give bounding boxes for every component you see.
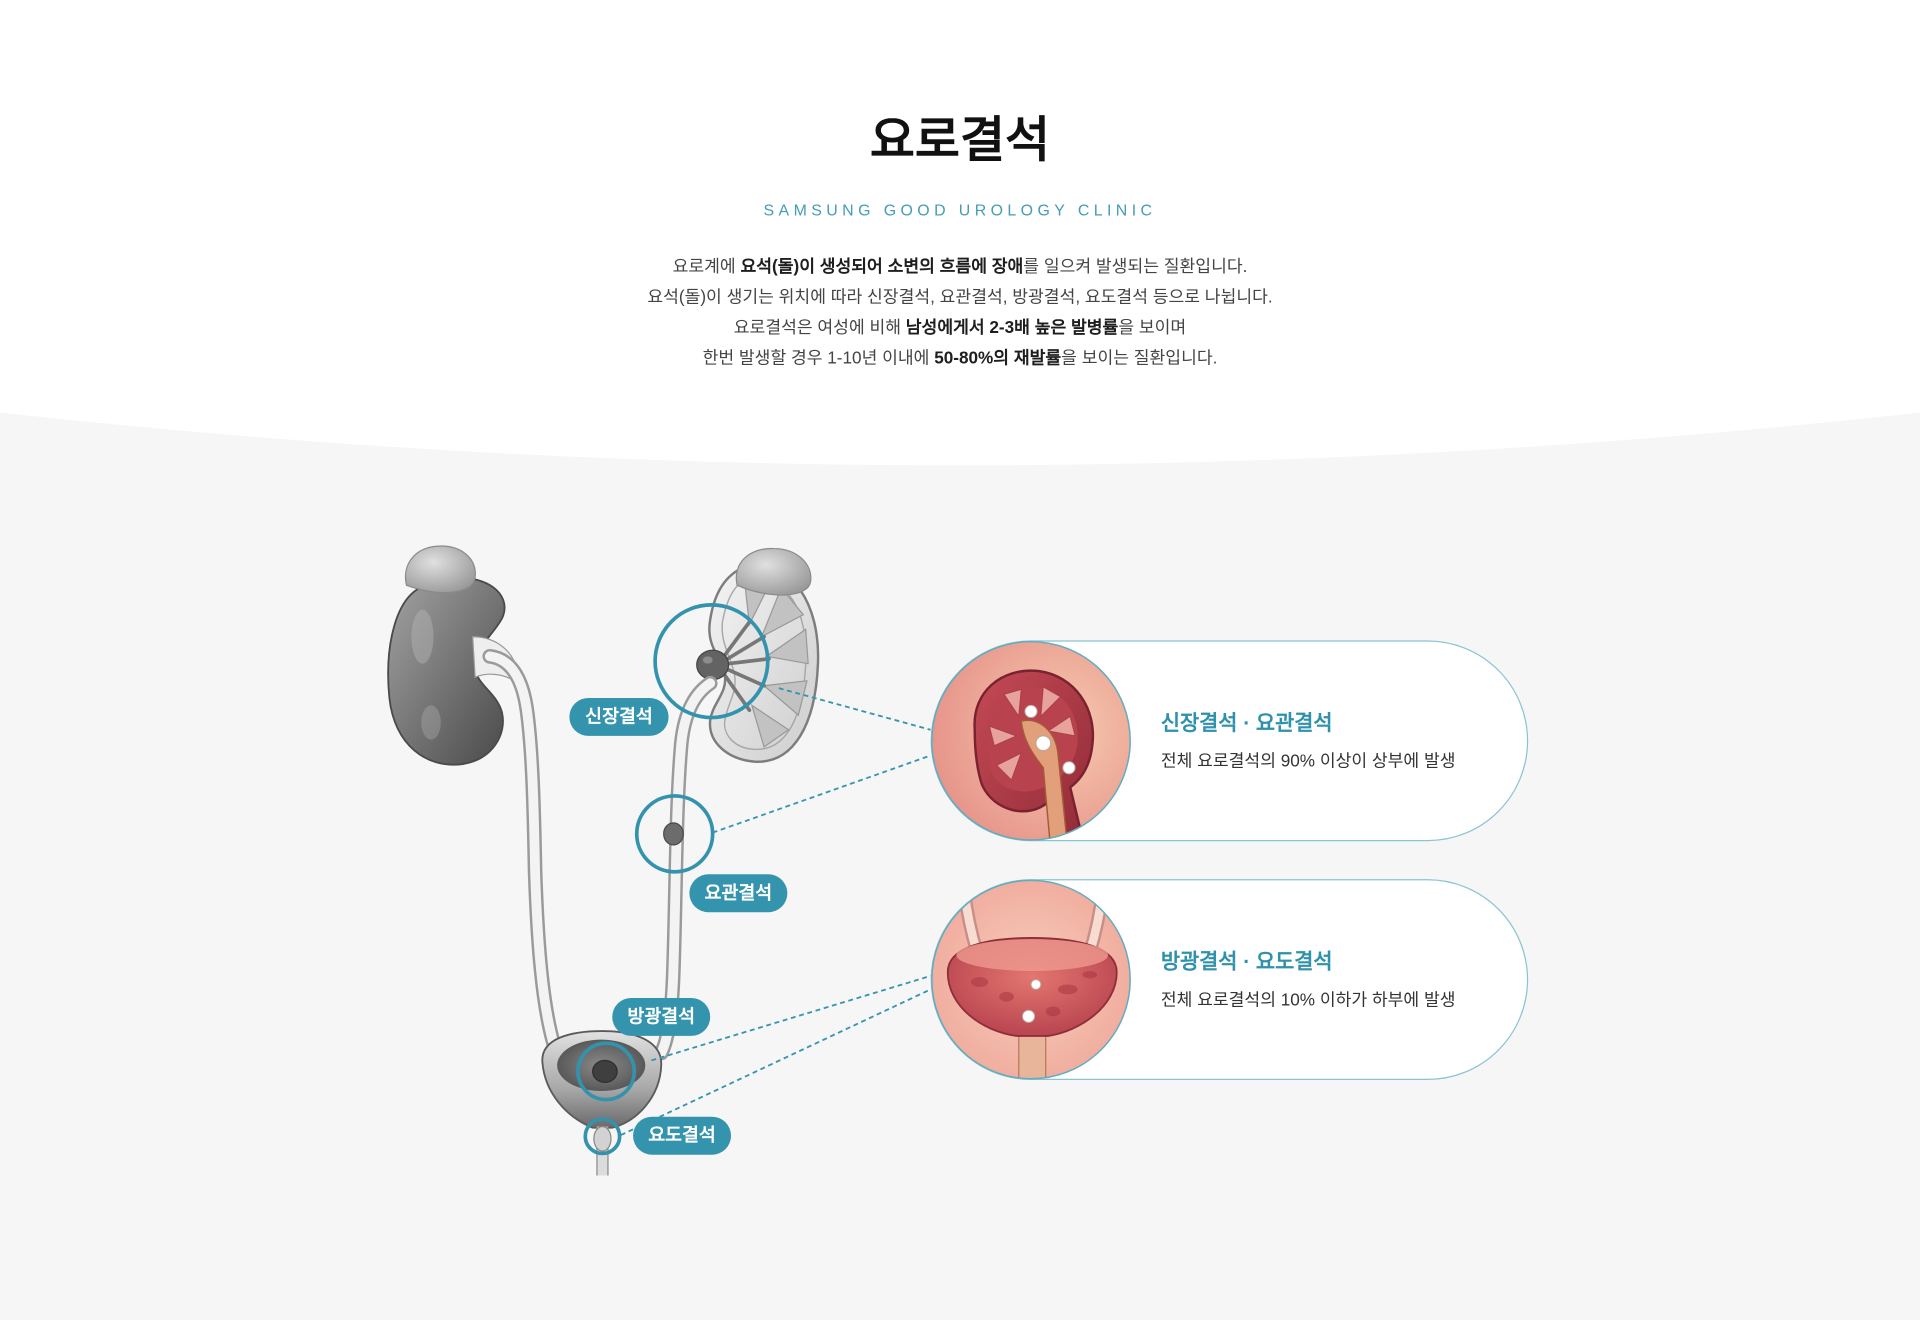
closeup-ring [931,879,1131,1080]
kidney-closeup-image [931,640,1131,841]
closeup-pyramid [988,725,1018,747]
kidney-marker-circle [653,603,770,720]
card-title: 신장결석 · 요관결석 [1160,711,1333,735]
connector-line-urethra [620,988,932,1136]
intro-text-segment: 요로결석은 여성에 비해 [733,317,906,337]
closeup-stone [1062,761,1076,775]
kidney-stone-highlight [702,656,713,664]
label-ureter-stone: 요관결석 [689,874,788,913]
closeup-pyramid [1040,686,1062,718]
left-kidney-highlight [411,609,434,664]
intro-highlight: 남성에게서 2-3배 높은 발병률 [905,317,1119,337]
closeup-stone [1024,704,1038,719]
renal-pyramid [760,586,805,639]
closeup-pyramid [1046,715,1076,737]
intro-text: 요로계에 요석(돌)이 생성되어 소변의 흐름에 장애를 일으켜 발생되는 질환… [0,251,1920,373]
kidney-stone [696,649,730,681]
closeup-stone [1021,1009,1036,1023]
left-ureter-tube [484,651,559,1049]
connector-line-bladder [651,975,931,1062]
lower-tract-card: 방광결석 · 요도결석 전체 요로결석의 10% 이하가 하부에 발생 [930,879,1529,1080]
card-title: 방광결석 · 요도결석 [1160,950,1333,974]
texture-spot [1057,984,1078,995]
texture-spot [1082,971,1098,979]
texture-spot [1045,1006,1061,1017]
texture-spot [999,991,1014,1002]
left-adrenal-gland [404,545,476,594]
card-description: 전체 요로결석의 10% 이하가 하부에 발생 [1160,989,1456,1009]
intro-highlight: 요석(돌)이 생성되어 소변의 흐름에 장애 [740,255,1024,276]
intro-text-segment: 을 보이며 [1118,317,1187,337]
page-title: 요로결석 [869,111,1051,169]
texture-spot [971,977,989,987]
right-kidney-cross-section [696,547,820,763]
card-description: 전체 요로결석의 90% 이상이 상부에 발생 [1160,750,1456,771]
intro-highlight: 50-80%의 재발률 [934,347,1062,368]
label-kidney-stone: 신장결석 [569,697,669,736]
left-kidney-highlight [421,705,441,740]
closeup-bladder-texture [971,971,1098,1017]
intro-line-3: 요로결석은 여성에 비해 남성에게서 2-3배 높은 발병률을 보이며 [0,312,1920,343]
intro-text-segment: 한번 발생할 경우 1-10년 이내에 [702,347,935,368]
closeup-stone [1035,735,1052,752]
closeup-pyramid [995,752,1023,781]
closeup-pyramid [1003,688,1022,718]
bladder-marker-circle [576,1041,637,1102]
closeup-pyramids [988,686,1076,781]
intro-text-segment: 를 일으켜 발생되는 질환입니다. [1023,255,1248,276]
connector-line-ureter [712,754,931,834]
renal-pyramid [764,628,809,665]
upper-tract-card: 신장결석 · 요관결석 전체 요로결석의 90% 이상이 상부에 발생 [930,640,1529,842]
label-bladder-stone: 방광결석 [612,997,711,1036]
intro-line-2: 요석(돌)이 생기는 위치에 따라 신장결석, 요관결석, 방광결석, 요도결석… [0,282,1920,313]
intro-text-segment: 을 보이는 질환입니다. [1061,347,1218,368]
bladder-stone [592,1059,618,1084]
intro-line-1: 요로계에 요석(돌)이 생성되어 소변의 흐름에 장애를 일으켜 발생되는 질환… [0,251,1920,282]
left-kidney [387,545,515,766]
page-subtitle: SAMSUNG GOOD UROLOGY CLINIC [763,200,1157,220]
bladder [541,1030,663,1176]
intro-text-segment: 요석(돌)이 생기는 위치에 따라 신장결석, 요관결석, 방광결석, 요도결석… [647,286,1273,307]
right-adrenal-gland [735,547,812,596]
connector-lines [620,687,932,1136]
ureter-marker-circle [634,794,715,874]
left-ureter [482,648,561,1051]
stone-location-markers [576,603,770,1156]
urethra-marker-circle [583,1117,622,1156]
ureter-stone [663,822,684,846]
renal-pyramid [762,680,808,717]
left-kidney-body [387,577,506,766]
closeup-renal-pelvis-ureter [1020,719,1069,840]
bladder-closeup-image [931,879,1131,1080]
closeup-urethra [1018,1030,1047,1079]
intro-line-4: 한번 발생할 경우 1-10년 이내에 50-80%의 재발률을 보이는 질환입… [0,343,1920,374]
label-urethra-stone: 요도결석 [633,1116,732,1155]
connector-line-kidney [778,687,931,731]
closeup-ring [931,640,1131,841]
intro-text-segment: 요로계에 [672,255,741,276]
closeup-stone [1030,979,1042,990]
renal-pyramid [750,703,790,748]
closeup-bladder-rim [956,939,1109,972]
urethra-stone-area [593,1125,612,1152]
